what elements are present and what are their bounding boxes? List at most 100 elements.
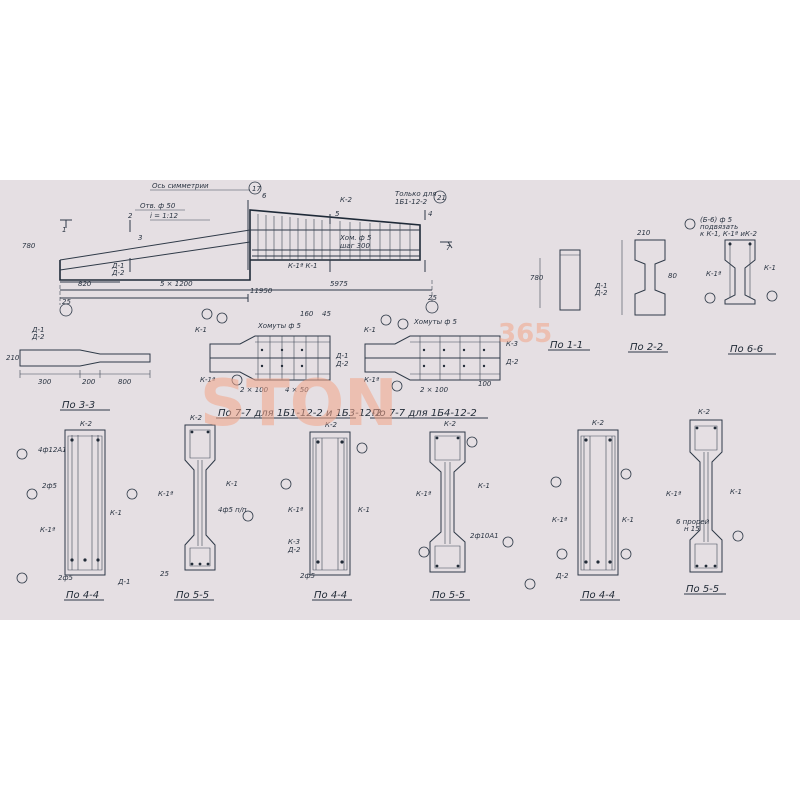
dim-300-s33: 300 [38,378,52,386]
section-mark-1: 1 [62,226,66,234]
d1-label: Д-1 [111,262,124,270]
k1-s77b: К-1 [364,326,376,334]
rod-s55a: 4ф5 п/п [218,506,247,514]
title-s11: По 1-1 [550,340,583,351]
technical-drawing: Ось симметрии Отв. ф 50 i = 1:12 К-2 Тол… [6,181,778,601]
dim-800-s33: 800 [118,378,132,386]
k1-s44c: К-1 [622,516,634,524]
k1a-s44c: К-1ª [552,516,568,524]
num-21-top: 21 [437,194,446,202]
k1a-s77a: К-1ª [200,376,216,384]
step-label: шаг 300 [340,242,371,250]
rod-s44b: 2ф5 [300,572,315,580]
section-5-5-b: К-2 К-1ª К-1 2ф10А1 По 5-5 [416,420,536,601]
watermark-line1: 365 [498,319,552,349]
section-5-5-c: К-2 К-1ª К-1 6 прорей н 15 По 5-5 [666,408,744,595]
k1a-s44b: К-1ª [288,506,304,514]
title-s55c: По 5-5 [686,584,719,595]
note-66: (Б-6) ф 5 [700,216,733,224]
d1-s44a: Д-1 [117,578,130,586]
k1-s66: К-1 [764,264,776,272]
title-s33: По 3-3 [62,400,95,411]
section-4-4-b: К-2 К-1ª К-1 К-3 Д-2 2ф5 По 4-4 [280,421,370,601]
num-17-top: 17 [252,185,261,193]
axis-b-label: 25 [428,294,437,302]
section-6-6: (Б-6) ф 5 подвязать к К-1, К-1ª и К-2 К-… [684,216,778,355]
section-mark-5: 5 [335,210,340,218]
drawing-sheet: Ось симметрии Отв. ф 50 i = 1:12 К-2 Тол… [0,180,800,620]
k1-label: К-1ª К-1 [288,262,317,270]
dim-780: 780 [22,242,36,250]
section-3-3: 210 300 200 800 Д-1 Д-2 По 3-3 [6,326,151,411]
k3-s44b: К-3 [288,538,300,546]
section-7-7a: Хомуты ф 5 160 45 К-1 К-1ª Д-1 Д-2 2 × 1… [195,308,381,419]
section-7-7b: Хомуты ф 5 К-1 К-1ª К-3 Д-2 2 × 100 100 … [364,314,519,419]
dim-780-s11: 780 [530,274,544,282]
section-mark-6: 6 [262,192,267,200]
section-5-5-a: К-2 К-1ª К-1 4ф5 п/п 25 По 5-5 [158,414,254,601]
only-for-mark-label: 1Б1-12-2 [395,198,428,206]
bar-s55c-b: н 15 [684,525,700,533]
k1-s55b: К-1 [478,482,490,490]
axis-symmetry-label: Ось симметрии [152,182,209,190]
k2-s44b: К-2 [325,421,337,429]
d2-label: Д-2 [111,269,125,277]
title-s77a: По 7-7 для 1Б1-12-2 и 1Б3-12-2 [218,408,381,419]
watermark: 365 STON [200,319,552,441]
section-4-4-c: К-2 К-1ª К-1 Д-2 По 4-4 [550,419,634,601]
title-s77b: По 7-7 для 1Б4-12-2 [372,408,477,419]
title-s55a: По 5-5 [176,590,209,601]
title-s44c: По 4-4 [582,590,615,601]
dim-4x50-s77a: 4 × 50 [285,386,309,394]
k2-s55c: К-2 [698,408,710,416]
section-mark-3: 3 [138,234,142,242]
d2-s44c: Д-2 [555,572,569,580]
k1a-s55c: К-1ª [666,490,682,498]
dim-210-s22: 210 [637,229,651,237]
title-s66: По 6-6 [730,344,763,355]
rod3-s44a: 2ф5 [58,574,73,582]
k1a-s44a: К-1ª [40,526,56,534]
k2-s44c: К-2 [592,419,604,427]
section-4-4-a: К-2 4ф12А1 2ф5 К-1 К-1ª 2ф5 Д-1 По 4-4 [16,420,138,601]
axis-a-label: 25 [62,298,71,306]
dim-total: 11950 [250,287,273,295]
only-for-label: Только для [395,190,436,198]
k1-s55a: К-1 [226,480,238,488]
d2-s77a: Д-2 [335,360,349,368]
title-s22: По 2-2 [630,342,663,353]
title-s44a: По 4-4 [66,590,99,601]
k1-s44b: К-1 [358,506,370,514]
dim-80-s22: 80 [668,272,677,280]
d2-s11: Д-2 [594,289,608,297]
section-mark-7: 7 [446,244,451,252]
dim-s55a: 25 [160,570,169,578]
hangers-label: Хом. ф 5 [339,234,372,242]
section-2-2: 210 80 По 2-2 [621,229,677,353]
section-1-1: 780 Д-1 Д-2 По 1-1 [530,249,608,351]
dim-2x100-s77a: 2 × 100 [240,386,269,394]
dim-45-s77a: 45 [322,310,331,318]
k1a-s66: К-1ª [706,270,722,278]
k1-s44a: К-1 [110,509,122,517]
dim-160-s77a: 160 [300,310,314,318]
rod2-s44a: 2ф5 [42,482,57,490]
slope-label: i = 1:12 [150,212,179,220]
rod-s44a: 4ф12А1 [38,446,67,454]
dim-100-s77b: 100 [478,380,492,388]
beam-elevation: Ось симметрии Отв. ф 50 i = 1:12 К-2 Тол… [22,181,453,317]
section-mark-2: 2 [128,212,133,220]
k2-s44a: К-2 [80,420,92,428]
stirrups [252,214,420,260]
dim-820: 820 [78,280,92,288]
k1a-s55b: К-1ª [416,490,432,498]
note-66c: к К-1, К-1ª и [700,230,745,238]
d1-s77a: Д-1 [335,352,348,360]
dim-210-s33: 210 [6,354,20,362]
k1-s77a: К-1 [195,326,207,334]
k2-s55a: К-2 [190,414,202,422]
hoops-s77a: Хомуты ф 5 [257,322,302,330]
k1-s55c: К-1 [730,488,742,496]
k3-s77b: К-3 [506,340,518,348]
dim-200-s33: 200 [82,378,96,386]
